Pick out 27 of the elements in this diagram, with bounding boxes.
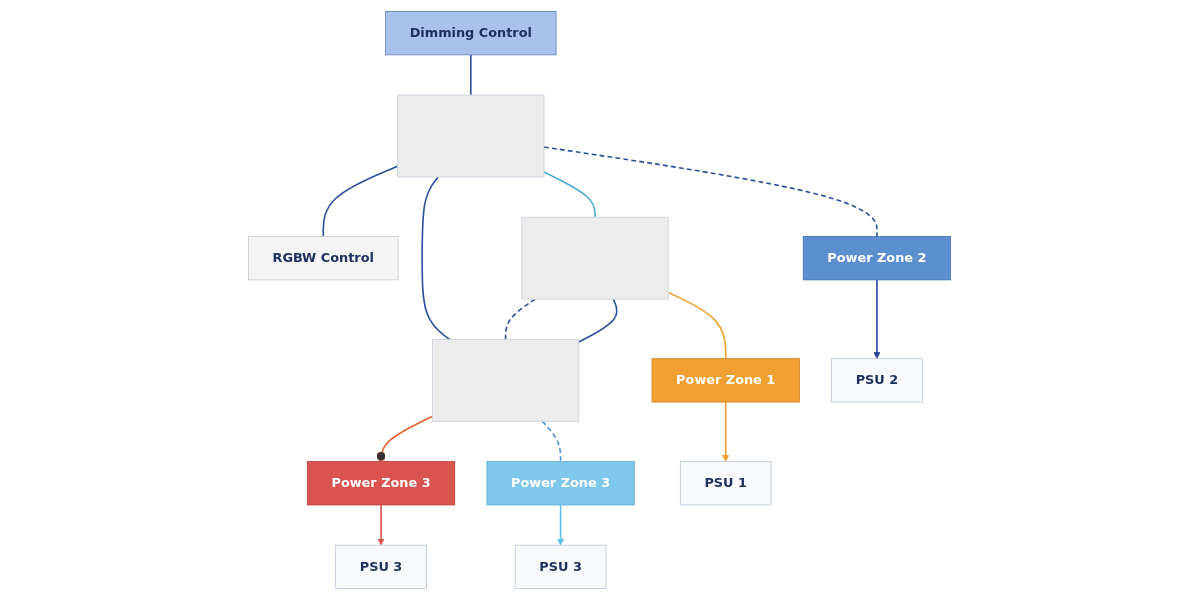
arrow — [722, 401, 730, 462]
node-box: PSU 3 — [335, 544, 428, 589]
node-box — [397, 94, 545, 178]
connector — [505, 298, 537, 341]
connector — [322, 165, 399, 238]
node-box: PSU 1 — [680, 461, 772, 506]
connector — [376, 415, 434, 463]
arrow — [377, 504, 386, 546]
arrow — [557, 504, 565, 546]
connector — [667, 291, 727, 360]
arrow — [873, 279, 881, 359]
connector — [470, 54, 473, 96]
node-box: Power Zone 3 — [307, 461, 456, 506]
node-box: Dimming Control — [385, 11, 557, 56]
connector — [578, 298, 619, 343]
node-box: Power Zone 1 — [652, 358, 801, 403]
node-box: PSU 2 — [831, 358, 924, 403]
node-box: Power Zone 3 — [486, 461, 636, 506]
connector — [543, 171, 597, 218]
node-box — [432, 339, 580, 422]
connector — [542, 420, 562, 463]
node-box — [521, 216, 670, 300]
connector — [543, 146, 879, 238]
node-box: RGBW Control — [248, 236, 399, 281]
connector — [421, 176, 451, 341]
node-box: Power Zone 2 — [803, 236, 952, 281]
node-box: PSU 3 — [515, 544, 607, 589]
